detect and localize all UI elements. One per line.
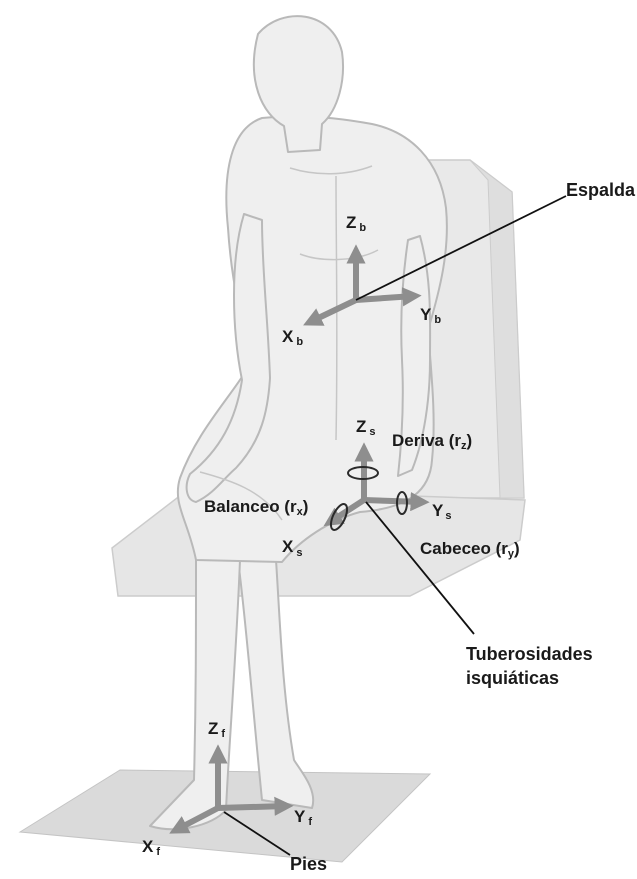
human-figure [150,16,447,829]
pies-label: Pies [290,854,327,874]
balanceo-label: Balanceo (rx) [204,497,308,518]
deriva-label: Deriva (rz) [392,431,472,452]
espalda-label: Espalda [566,180,636,200]
tuberosidades-label-line1: Tuberosidades [466,644,593,664]
tuberosidades-label-line2: isquiáticas [466,668,559,688]
cabeceo-label: Cabeceo (ry) [420,539,520,560]
